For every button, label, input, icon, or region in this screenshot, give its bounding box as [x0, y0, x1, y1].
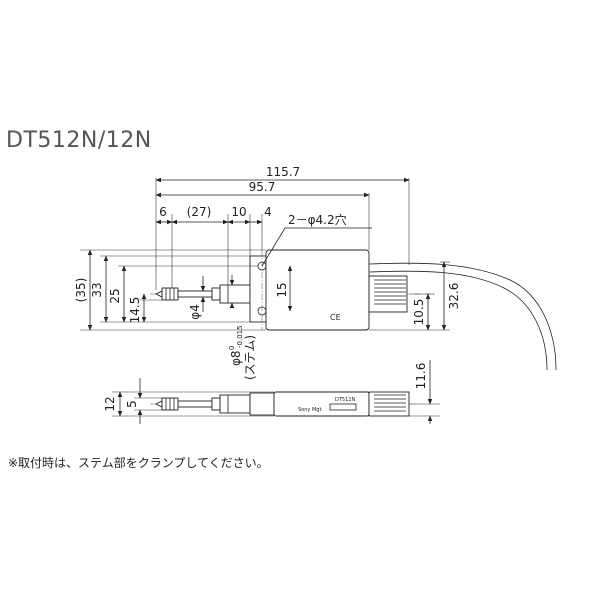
ce-mark: CE [330, 313, 341, 322]
dim-10-5-label: 10.5 [412, 299, 426, 326]
spindle-collar [211, 287, 221, 301]
dim-stem-label: φ8 [229, 350, 243, 366]
side-brand: Sony Mgt [298, 407, 321, 413]
holes-label: 2－φ4.2穴 [288, 212, 347, 227]
cable-upper [368, 262, 557, 371]
cable-lower [368, 270, 548, 371]
dim-4-label: 4 [264, 205, 272, 219]
dim-stem-note: (ステム) [243, 335, 257, 380]
dim-overall-label: 115.7 [266, 165, 300, 179]
dim-stem-tol-lower: -0.015 [236, 325, 244, 348]
spindle [177, 290, 213, 298]
probe-tip [154, 290, 163, 298]
dim-6-label: 6 [159, 205, 167, 219]
cable-boot [368, 275, 408, 313]
front-view: CE 115.7 95.7 6 (27) 10 4 [74, 165, 557, 380]
dim-12-label: 12 [103, 396, 117, 411]
dim-27-label: (27) [187, 205, 212, 219]
dim-15-label: 15 [275, 282, 289, 297]
side-view: DT512N Sony Mgt 12 5 11.6 [103, 360, 440, 424]
dim-body-label: 95.7 [249, 180, 276, 194]
side-boot [368, 391, 410, 417]
dim-10-label: 10 [231, 205, 246, 219]
dim-stem-tol-upper: 0 [228, 346, 236, 350]
dim-phi4-label: φ4 [188, 304, 202, 320]
dim-32-6-label: 32.6 [447, 283, 461, 310]
dim-5-label: 5 [125, 400, 139, 408]
drawing-title: DT512N/12N [6, 128, 152, 153]
dim-35-label: (35) [74, 278, 88, 303]
dim-11-6-label: 11.6 [414, 363, 428, 390]
side-flange [249, 392, 275, 416]
side-model-plate: DT512N [335, 397, 355, 403]
dim-14-5-label: 14.5 [128, 297, 142, 324]
mounting-note: ※取付時は、ステム部をクランプしてください。 [8, 456, 269, 470]
dim-25-label: 25 [108, 288, 122, 303]
dim-33-label: 33 [90, 282, 104, 297]
stem [219, 284, 251, 304]
